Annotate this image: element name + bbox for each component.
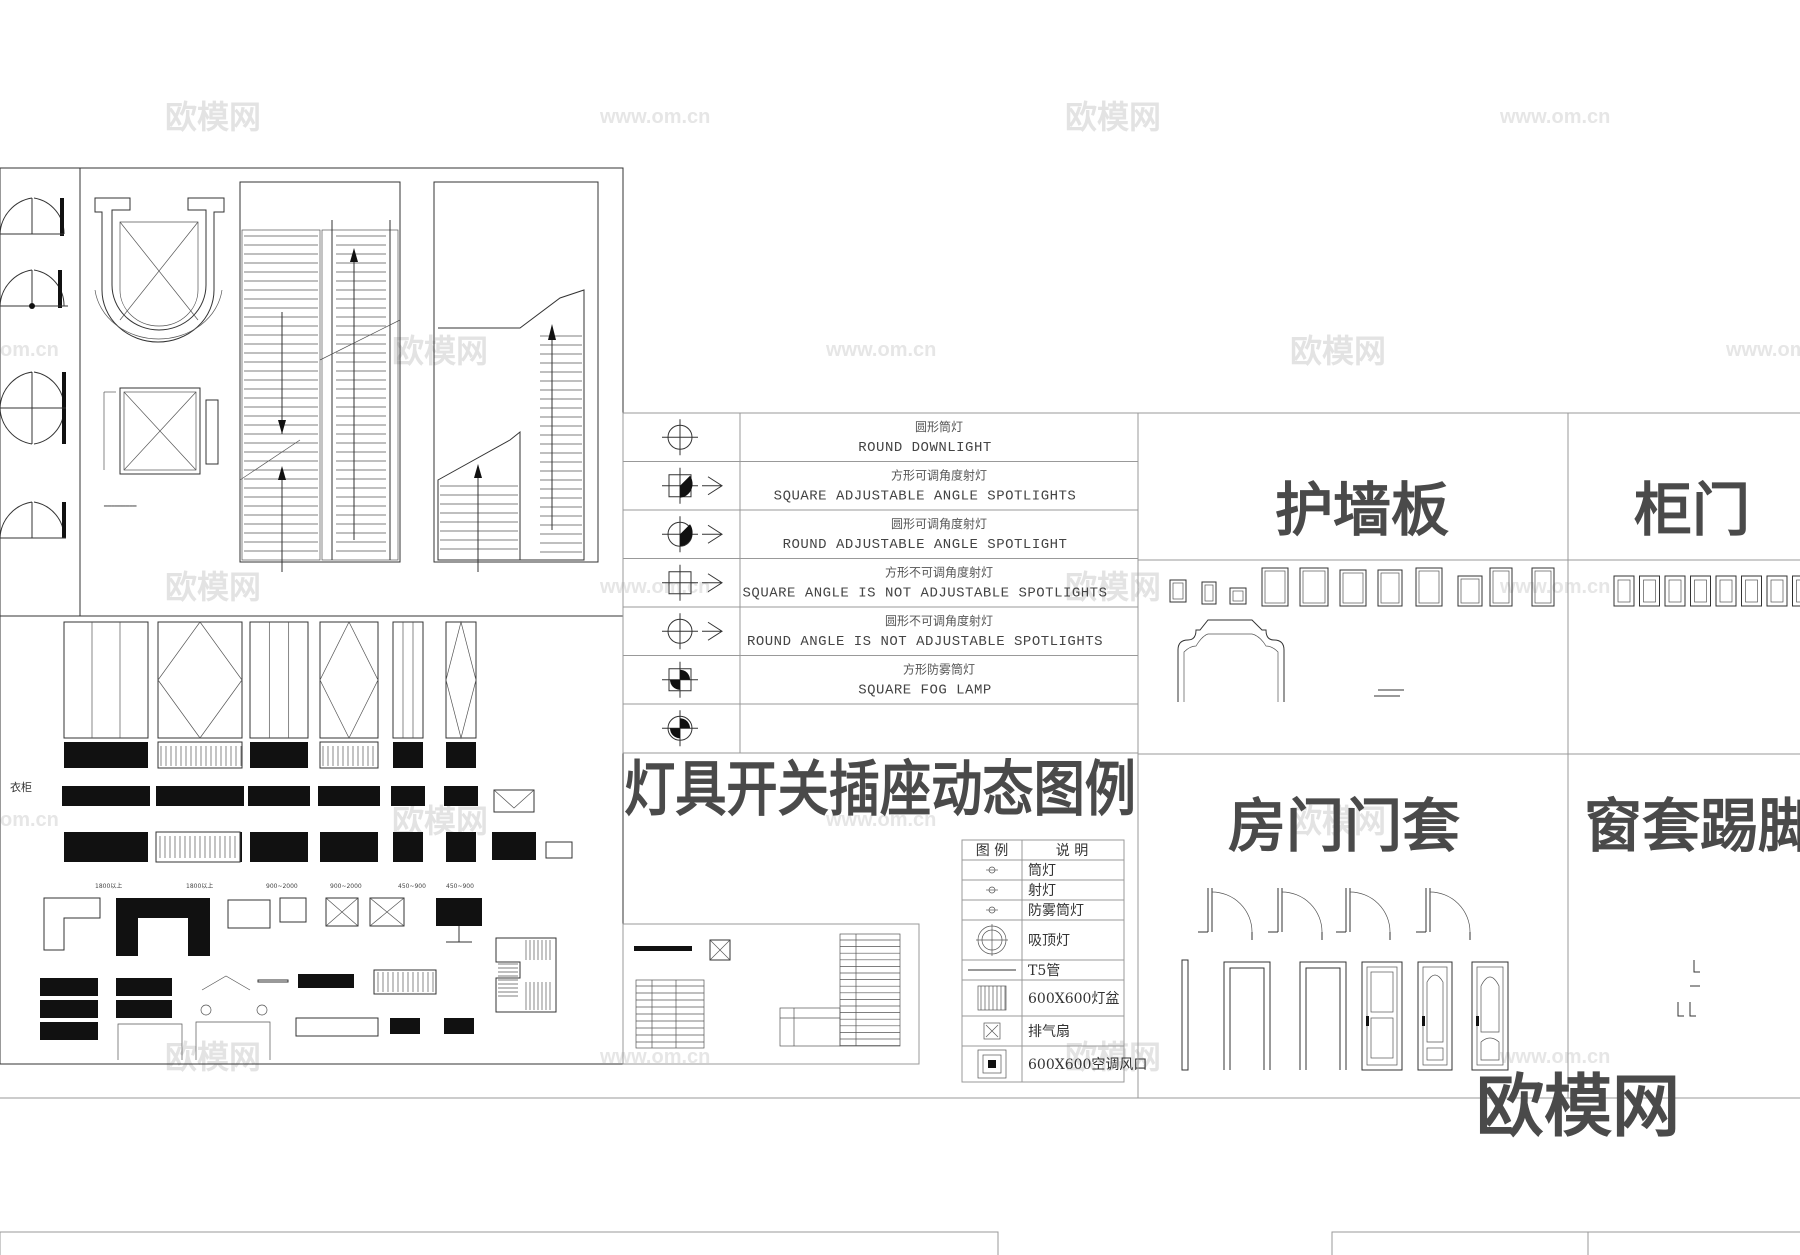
dim-label: 900~2000 (330, 883, 362, 890)
legend-label-en: SQUARE FOG LAMP (858, 683, 992, 699)
wall-panel-profiles (1169, 567, 1555, 607)
arch-profile (1177, 619, 1285, 702)
right-panels (0, 412, 1800, 1099)
escalator-plan (239, 181, 401, 572)
watermark-url: www.om.cn (1499, 106, 1610, 128)
watermark-cn: 欧模网 (165, 1038, 261, 1076)
legend-label-cn: 方形可调角度射灯 (891, 468, 987, 483)
wardrobe-elevation (157, 621, 243, 739)
legend-label-cn: 圆形筒灯 (915, 419, 963, 434)
table-row-desc: 防雾筒灯 (1028, 902, 1084, 919)
watermark-url: www.om.cn (825, 809, 936, 831)
watermark-cn: 欧模网 (165, 568, 261, 606)
wardrobe-panel: 衣柜 1800以上 1800以上 900~2000 900~2000 450~9… (0, 615, 624, 1065)
dim-label: 450~900 (446, 883, 474, 890)
square-elevator-plan: ━━━━━━━━━ (103, 387, 219, 510)
legend-label-cn: 方形不可调角度射灯 (885, 565, 993, 580)
watermark-url: www.om.cn (599, 106, 710, 128)
watermark-cn: 欧模网 (1065, 568, 1161, 606)
mini-legend-sheet (622, 923, 920, 1065)
wardrobe-elevation (249, 621, 309, 739)
lighting-legend-title: 灯具开关插座动态图例 (624, 755, 1136, 825)
table-row-desc: 筒灯 (1028, 862, 1056, 879)
round-lamp-icon (662, 710, 698, 747)
watermark-cn: 欧模网 (1290, 332, 1386, 370)
escalator-section (433, 181, 599, 572)
wardrobe-elevation (63, 621, 149, 739)
wardrobe-elevation (445, 621, 477, 739)
table-symbol-icon (986, 906, 998, 914)
table-symbol-icon (986, 866, 998, 874)
table-header-legend: 图 例 (976, 843, 1008, 859)
table-row-desc: T5管 (1028, 963, 1060, 979)
round-downlight-icon (662, 419, 698, 456)
stairs-elevator-panel: ━━━━━━━━━ (0, 167, 624, 617)
legend-label-en: SQUARE ANGLE IS NOT ADJUSTABLE SPOTLIGHT… (743, 586, 1108, 602)
table-symbol-icon (983, 1022, 1001, 1040)
round-adjustable-spotlight-icon (662, 516, 723, 553)
lighting-legend-table: 圆形筒灯 ROUND DOWNLIGHT 方形可调角度射灯 SQUARE ADJUST… (622, 412, 1139, 754)
dim-label: 900~2000 (266, 883, 298, 890)
watermark-url: www.om.cn (825, 339, 936, 361)
dim-label: 1800以上 (186, 882, 213, 890)
square-fixed-spotlight-icon (662, 564, 723, 601)
table-row-desc: 600X600灯盆 (1028, 991, 1119, 1007)
wardrobe-elevation (319, 621, 379, 739)
table-row-desc: 吸顶灯 (1028, 933, 1070, 949)
table-symbol-icon (977, 985, 1007, 1011)
watermark-cn: 欧模网 (392, 332, 488, 370)
cabinet-door-title: 柜门 (1634, 476, 1750, 544)
watermark-cn: 欧模网 (1065, 1038, 1161, 1076)
room-door-elevations (1181, 888, 1509, 1071)
watermark-layer: 欧模网 www.om.cn 欧模网 www.om.cn om.cn 欧模网 ww… (0, 98, 1800, 1076)
door-swing-symbols (0, 197, 68, 539)
legend-label-en: ROUND DOWNLIGHT (858, 440, 992, 456)
legend-label-cn: 圆形不可调角度射灯 (885, 613, 993, 628)
watermark-url: www.om.cn (1725, 339, 1800, 361)
dim-label: 450~900 (398, 883, 426, 890)
table-symbol-icon (977, 1049, 1007, 1079)
watermark-cn: 欧模网 (1065, 98, 1161, 136)
watermark-url: om.cn (0, 809, 59, 831)
round-fixed-spotlight-icon (662, 613, 723, 650)
table-symbol-icon (976, 924, 1008, 956)
watermark-cn: 欧模网 (165, 98, 261, 136)
cabinet-door-elevations (1613, 575, 1800, 607)
wardrobe-elevation (392, 621, 424, 739)
wall-panel-title: 护墙板 (1275, 476, 1449, 544)
bottom-frame (0, 1231, 1800, 1255)
watermark-url: www.om.cn (599, 576, 710, 598)
legend-label-cn: 方形防雾筒灯 (903, 662, 975, 677)
legend-label-en: SQUARE ADJUSTABLE ANGLE SPOTLIGHTS (774, 489, 1077, 505)
legend-label-en: ROUND ADJUSTABLE ANGLE SPOTLIGHT (783, 537, 1068, 553)
legend-label-cn: 圆形可调角度射灯 (891, 516, 987, 531)
table-header-desc: 说 明 (1056, 843, 1088, 859)
wardrobe-label: 衣柜 (10, 780, 32, 794)
square-adjustable-spotlight-icon (662, 467, 723, 504)
legend-label-en: ROUND ANGLE IS NOT ADJUSTABLE SPOTLIGHTS (747, 634, 1103, 650)
watermark-url: www.om.cn (1499, 576, 1610, 598)
window-frame-profile (1677, 960, 1700, 1017)
svg-text:━━━━━━━━━: ━━━━━━━━━ (103, 503, 137, 510)
window-frame-title: 窗套踢脚 (1584, 792, 1800, 860)
table-row-desc: 排气扇 (1028, 1024, 1070, 1040)
watermark-url: www.om.cn (599, 1046, 710, 1068)
room-door-frame-title: 房门门套 (1228, 792, 1460, 860)
watermark-cn: 欧模网 (1290, 802, 1386, 840)
curved-elevator-plan (94, 197, 225, 343)
table-symbol-icon (986, 886, 998, 894)
watermark-url: om.cn (0, 339, 59, 361)
dim-label: 1800以上 (95, 882, 122, 890)
brand-logo-text: 欧模网 (1476, 1068, 1680, 1147)
watermark-url: www.om.cn (1499, 1046, 1610, 1068)
table-row-desc: 射灯 (1028, 883, 1056, 899)
square-fog-lamp-icon (662, 661, 698, 698)
table-row-desc: 600X600空调风口 (1028, 1057, 1147, 1073)
